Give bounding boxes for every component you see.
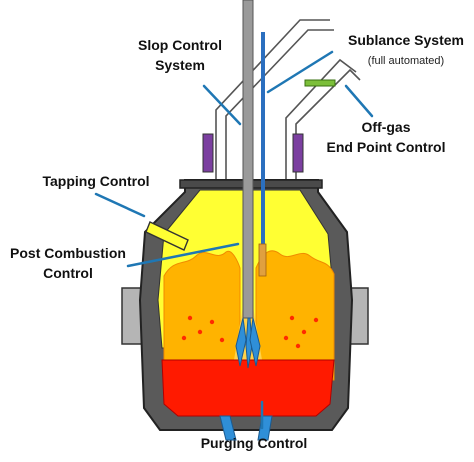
leader-tapping bbox=[94, 192, 146, 218]
lance-nozzle-jets bbox=[235, 317, 261, 369]
tapping-hole bbox=[145, 221, 189, 251]
off-gas-hood bbox=[215, 19, 361, 190]
sublance-probe bbox=[258, 243, 267, 277]
slag-zone bbox=[163, 250, 335, 381]
hot-metal-bath bbox=[161, 359, 335, 417]
label-off-gas-line2: End Point Control bbox=[327, 139, 446, 155]
hood-post-left bbox=[202, 133, 214, 173]
leader-off-gas bbox=[344, 84, 374, 118]
off-gas-sensor bbox=[304, 79, 336, 87]
metal-droplets bbox=[181, 315, 319, 349]
label-slop-control-line1: Slop Control bbox=[138, 37, 222, 53]
oxygen-lance bbox=[242, 0, 254, 319]
label-sublance-system: Sublance System bbox=[348, 32, 464, 48]
leader-post-combustion bbox=[126, 242, 240, 268]
label-post-combustion-line2: Control bbox=[43, 265, 93, 281]
label-tapping-control: Tapping Control bbox=[42, 173, 149, 189]
sublance bbox=[261, 32, 265, 276]
label-post-combustion-line1: Post Combustion bbox=[10, 245, 126, 261]
label-slop-control-line2: System bbox=[155, 57, 205, 73]
leader-slop-control bbox=[202, 84, 242, 126]
label-purging-control: Purging Control bbox=[201, 435, 308, 451]
label-sublance-note: (full automated) bbox=[368, 55, 444, 67]
hood-post-right bbox=[292, 133, 304, 173]
label-off-gas-line1: Off-gas bbox=[362, 119, 411, 135]
leader-lines bbox=[94, 50, 374, 430]
leader-sublance bbox=[266, 50, 334, 94]
